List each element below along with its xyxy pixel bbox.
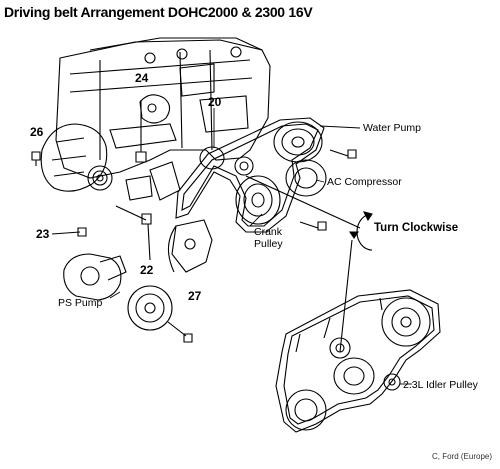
callout-22: 22 <box>140 263 154 277</box>
bolt-crank <box>299 221 327 231</box>
ps-pump-label: PS Pump <box>58 297 103 309</box>
ac-compressor-label: AC Compressor <box>327 176 402 188</box>
idler-pulley-label: 2.3L Idler Pulley <box>403 379 478 391</box>
leader-lines <box>109 108 412 385</box>
callout-23: 23 <box>36 227 50 241</box>
crank-pulley-label-line2: Pulley <box>254 238 283 250</box>
bolt-26 <box>31 151 41 166</box>
engine-block <box>55 37 271 201</box>
inset-belt-arrangement <box>275 289 441 433</box>
turn-clockwise-label: Turn Clockwise <box>374 222 459 234</box>
ac-compressor-pulley <box>285 159 327 197</box>
crank-pulley-label-line1: Crank <box>254 226 283 238</box>
drive-belt-upper <box>175 117 325 233</box>
tensioner-bracket <box>167 219 213 273</box>
callout-27: 27 <box>188 289 202 303</box>
water-pump-label: Water Pump <box>363 122 421 134</box>
tensioner-pulley <box>199 146 254 176</box>
pointer-line <box>245 175 361 353</box>
callout-20: 20 <box>208 95 222 109</box>
callout-24: 24 <box>135 71 149 85</box>
callout-26: 26 <box>30 125 44 139</box>
power-steering-pump <box>63 253 127 301</box>
bolt-22 <box>115 205 152 261</box>
bolt-water-pump <box>329 149 357 159</box>
bolt-23 <box>51 227 87 237</box>
crank-pulley <box>235 175 281 225</box>
alternator <box>40 123 113 192</box>
bolt-ps <box>167 321 193 343</box>
water-pump-pulley <box>273 121 323 163</box>
page-title: Driving belt Arrangement DOHC2000 & 2300… <box>4 4 313 20</box>
rotation-arrow-icon <box>356 211 373 251</box>
ps-pulley <box>127 285 173 331</box>
image-credit: C, Ford (Europe) <box>432 452 493 461</box>
bolt-24 <box>135 100 147 163</box>
